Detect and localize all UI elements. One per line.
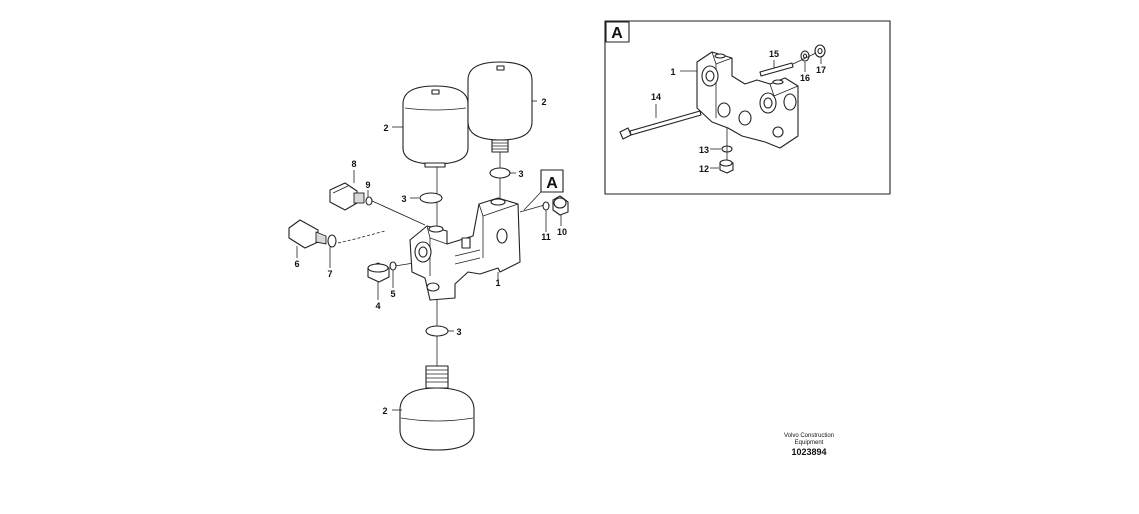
callout-5: 5	[390, 289, 395, 299]
main-leader-lines	[296, 100, 562, 411]
plug-10	[552, 195, 569, 216]
inset-callout-13: 13	[699, 145, 709, 155]
callout-11: 11	[541, 232, 551, 242]
washer-5	[389, 261, 397, 271]
brand-line-1: Volvo Construction	[784, 433, 834, 439]
brand-line-2: Equipment	[795, 440, 824, 446]
plug-4	[367, 262, 390, 283]
callout-2: 2	[383, 123, 388, 133]
callout-10: 10	[557, 227, 567, 237]
inset-screw-12	[719, 159, 734, 174]
sensor-6	[288, 219, 327, 249]
accumulator-bottom	[399, 365, 475, 451]
accumulator-top-left	[402, 85, 469, 168]
o-ring-top-left	[419, 192, 443, 204]
callout-3: 3	[518, 169, 523, 179]
view-a-marker: A	[523, 169, 564, 211]
main-callouts: 1 2 2 2 3 3 3 4 5 6 7 8 9 10 11	[294, 97, 567, 416]
callout-6: 6	[294, 259, 299, 269]
callout-3: 3	[456, 327, 461, 337]
inset-rod-15	[759, 62, 794, 77]
washer-9	[365, 196, 373, 206]
callout-8: 8	[351, 159, 356, 169]
o-ring-top-right	[489, 167, 511, 179]
inset-callout-17: 17	[816, 65, 826, 75]
inset-callout-16: 16	[800, 73, 810, 83]
callout-1: 1	[495, 278, 500, 288]
callout-7: 7	[327, 269, 332, 279]
callout-2: 2	[541, 97, 546, 107]
inset-bolt-14	[619, 110, 702, 140]
inset-callout-15: 15	[769, 49, 779, 59]
inset-callout-1: 1	[670, 67, 675, 77]
inset-callout-14: 14	[651, 92, 661, 102]
callout-9: 9	[365, 180, 370, 190]
o-ring-bottom	[425, 325, 449, 337]
view-a-marker-label: A	[546, 175, 558, 192]
drawing-number: 1023894	[791, 447, 826, 457]
inset-valve-block	[696, 51, 799, 149]
callout-2: 2	[382, 406, 387, 416]
inset-view-a: A	[604, 20, 891, 195]
valve-block	[409, 197, 521, 301]
washer-11	[542, 201, 550, 211]
callout-4: 4	[375, 301, 380, 311]
callout-3: 3	[401, 194, 406, 204]
inset-title: A	[611, 25, 623, 42]
main-assembly: A 1 2 2 2 3 3	[288, 61, 569, 451]
inset-callout-12: 12	[699, 164, 709, 174]
drawing-footer: Volvo Construction Equipment 1023894	[784, 433, 834, 457]
pressure-sensor-8	[329, 182, 365, 211]
accumulator-top-right	[467, 61, 533, 153]
washer-7	[327, 234, 337, 248]
